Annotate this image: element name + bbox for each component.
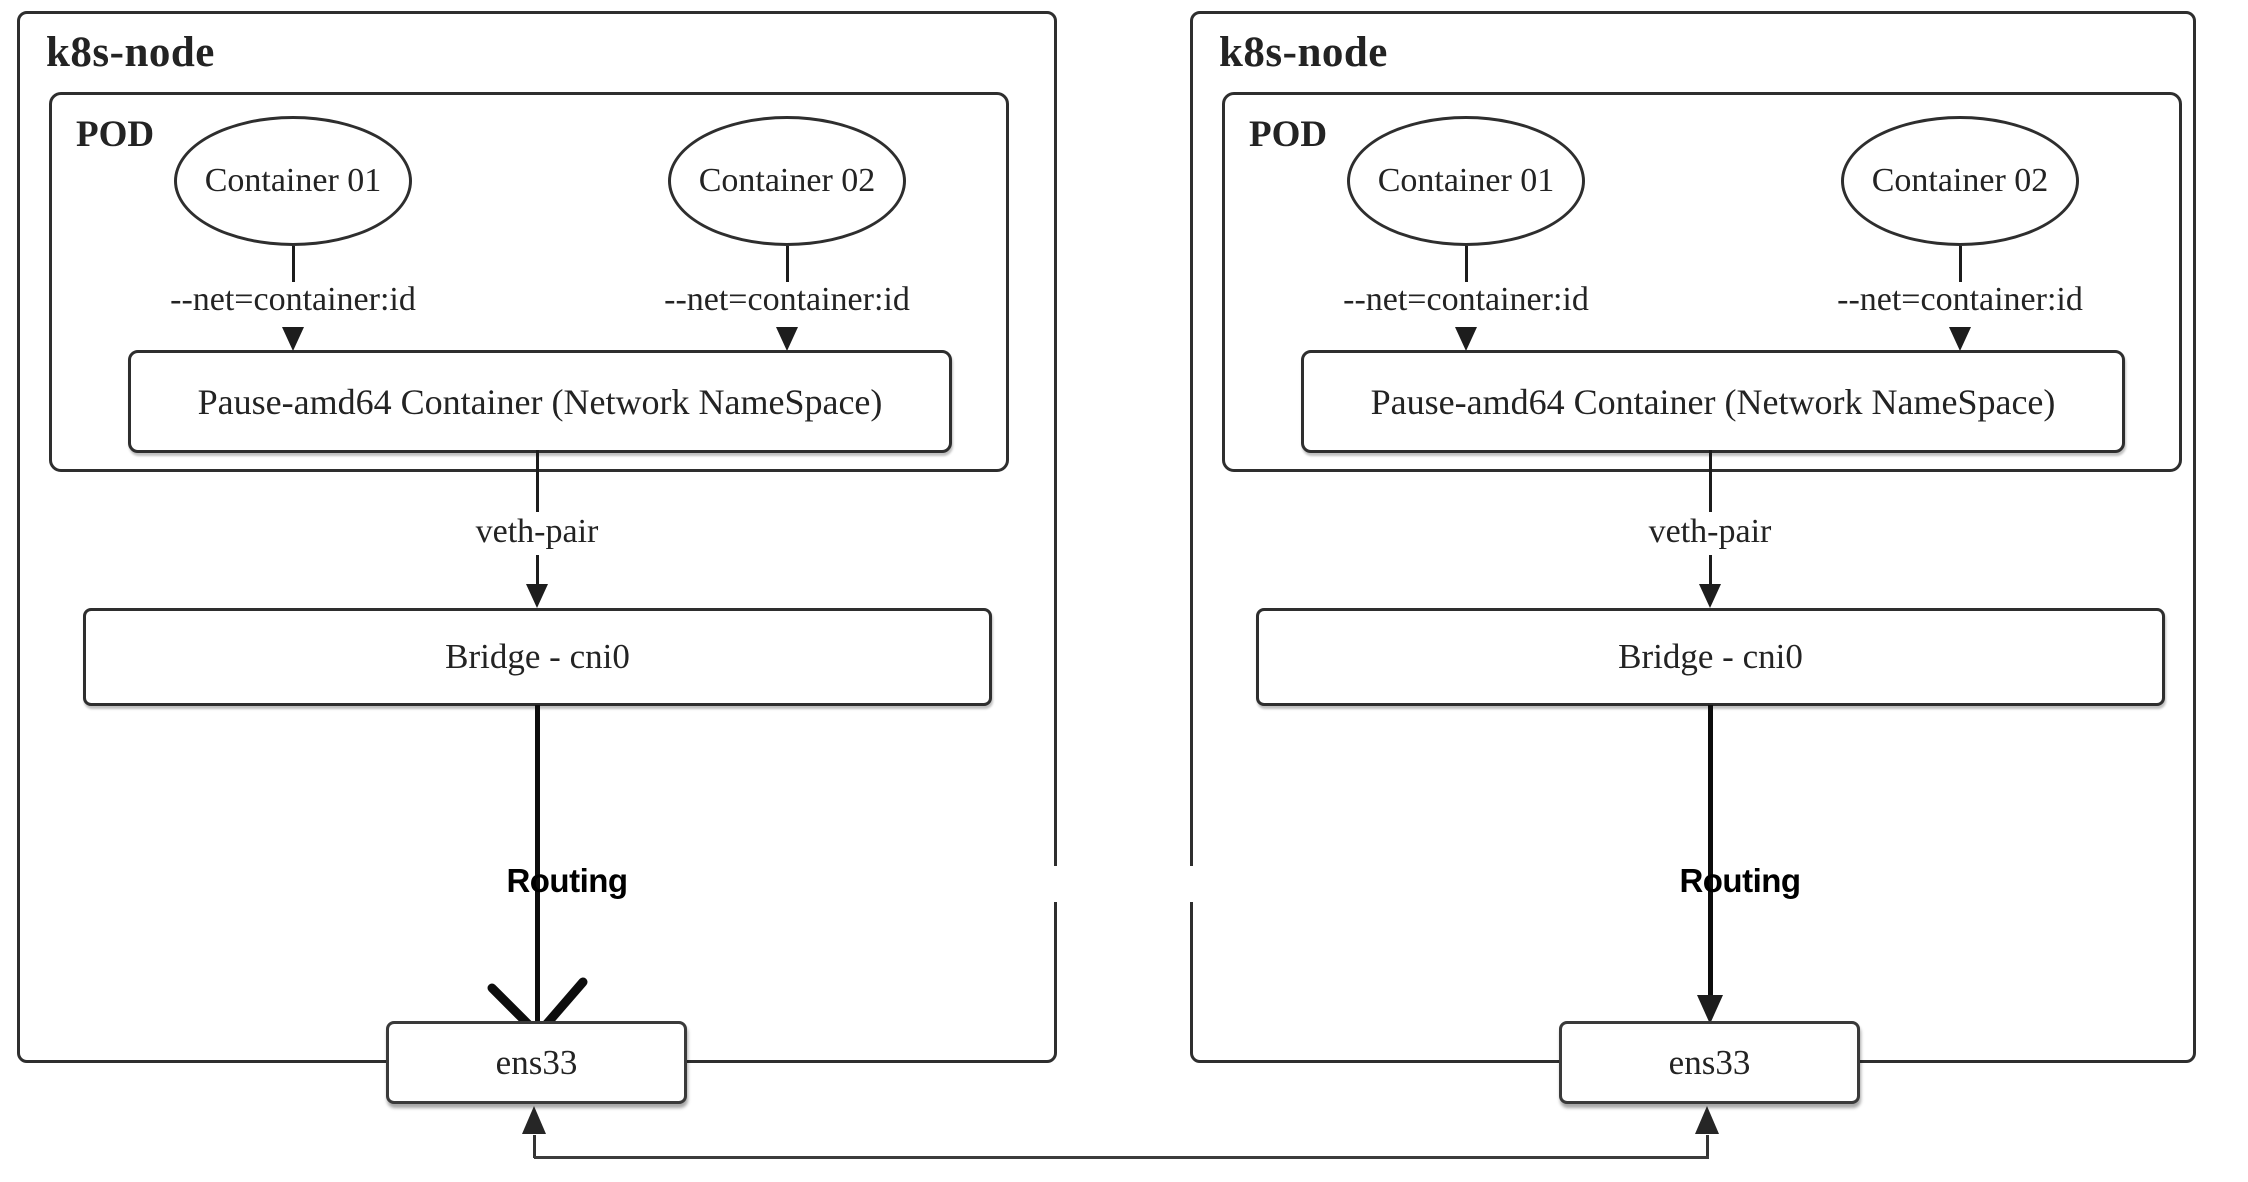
arrowhead-up-icon bbox=[522, 1106, 546, 1134]
nic-label: ens33 bbox=[495, 1042, 578, 1082]
routing-line bbox=[1707, 705, 1713, 996]
k8s-node-box-left: k8s-node POD Container 01 Container 02 -… bbox=[17, 11, 1057, 1104]
container-label: Container 02 bbox=[698, 162, 876, 199]
pause-container-label: Pause-amd64 Container (Network NameSpace… bbox=[197, 381, 883, 422]
connector-line bbox=[1708, 555, 1712, 588]
connector-line bbox=[291, 246, 295, 282]
arrowhead-down-icon bbox=[282, 327, 304, 351]
arrowhead-down-icon bbox=[1455, 327, 1477, 351]
container-ellipse: Container 01 bbox=[174, 116, 412, 246]
container-label: Container 02 bbox=[1871, 162, 2049, 199]
pod-box: POD Container 01 Container 02 --net=cont… bbox=[49, 92, 1009, 472]
net-container-label: --net=container:id bbox=[170, 281, 416, 318]
connector-line bbox=[1705, 1135, 1709, 1158]
net-container-label: --net=container:id bbox=[1343, 281, 1589, 318]
pod-label: POD bbox=[76, 114, 155, 155]
node-link-line bbox=[534, 1156, 1709, 1159]
k8s-node-box-right: k8s-node POD Container 01 Container 02 -… bbox=[1190, 11, 2196, 1104]
connector-line bbox=[1708, 450, 1712, 512]
routing-label: Routing bbox=[506, 862, 628, 899]
border-gap bbox=[1184, 866, 1198, 902]
connector-line bbox=[532, 1135, 536, 1158]
veth-pair-label: veth-pair bbox=[475, 513, 599, 550]
routing-label: Routing bbox=[1679, 862, 1801, 899]
bridge-label: Bridge - cni0 bbox=[445, 637, 630, 676]
node-title: k8s-node bbox=[46, 29, 215, 76]
pod-label: POD bbox=[1249, 114, 1328, 155]
pause-container-label: Pause-amd64 Container (Network NameSpace… bbox=[1370, 381, 2056, 422]
arrowhead-down-icon bbox=[776, 327, 798, 351]
nic-box: ens33 bbox=[1559, 1021, 1860, 1104]
bridge-box: Bridge - cni0 bbox=[83, 608, 992, 706]
connector-line bbox=[1464, 246, 1468, 282]
container-label: Container 01 bbox=[204, 162, 382, 199]
net-container-label: --net=container:id bbox=[664, 281, 910, 318]
connector-line bbox=[535, 555, 539, 588]
pod-box: POD Container 01 Container 02 --net=cont… bbox=[1222, 92, 2182, 472]
net-container-label: --net=container:id bbox=[1837, 281, 2083, 318]
container-ellipse: Container 01 bbox=[1347, 116, 1585, 246]
container-label: Container 01 bbox=[1377, 162, 1555, 199]
connector-line bbox=[535, 450, 539, 512]
bridge-label: Bridge - cni0 bbox=[1618, 637, 1803, 676]
nic-label: ens33 bbox=[1668, 1042, 1751, 1082]
veth-pair-label: veth-pair bbox=[1648, 513, 1772, 550]
routing-line bbox=[534, 705, 540, 1030]
connector-line bbox=[785, 246, 789, 282]
arrowhead-up-icon bbox=[1695, 1106, 1719, 1134]
arrowhead-down-icon bbox=[1949, 327, 1971, 351]
pause-container-box: Pause-amd64 Container (Network NameSpace… bbox=[1301, 350, 2125, 453]
node-title: k8s-node bbox=[1219, 29, 1388, 76]
arrowhead-down-icon bbox=[1699, 584, 1721, 608]
border-gap bbox=[1049, 866, 1063, 902]
container-ellipse: Container 02 bbox=[1841, 116, 2079, 246]
pause-container-box: Pause-amd64 Container (Network NameSpace… bbox=[128, 350, 952, 453]
container-ellipse: Container 02 bbox=[668, 116, 906, 246]
bridge-box: Bridge - cni0 bbox=[1256, 608, 2165, 706]
arrowhead-down-icon bbox=[1697, 995, 1723, 1024]
arrowhead-down-icon bbox=[526, 584, 548, 608]
nic-box: ens33 bbox=[386, 1021, 687, 1104]
connector-line bbox=[1958, 246, 1962, 282]
